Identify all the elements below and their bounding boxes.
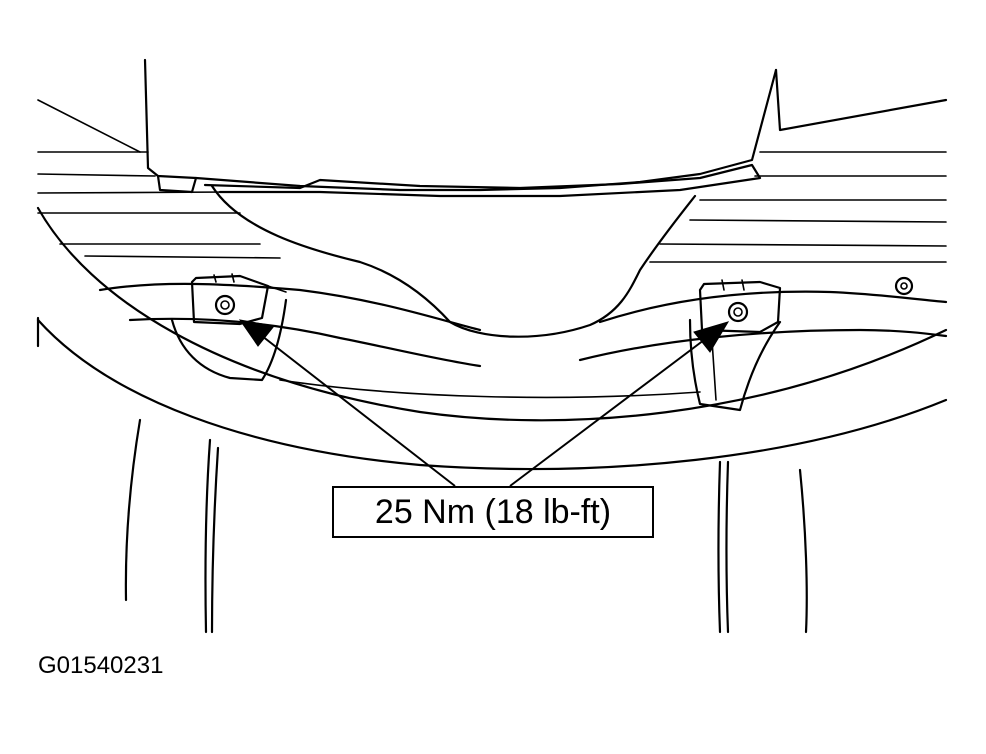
lower-column-supports [124, 418, 808, 634]
right-leader-line [509, 339, 705, 487]
steering-wheel-rim [36, 206, 948, 471]
small-far-right-bolt [894, 276, 914, 296]
torque-spec-label: 25 Nm (18 lb-ft) [332, 486, 654, 538]
cross-bar [98, 282, 948, 399]
right-bolt [727, 301, 749, 323]
left-bracket [170, 273, 288, 382]
left-leader-line [261, 335, 456, 487]
hub-outline [210, 184, 697, 338]
left-arrowhead [238, 319, 275, 347]
right-arrowhead [693, 321, 730, 353]
background-panel-lines [37, 99, 947, 263]
steering-column-housing [143, 58, 948, 198]
figure-id-label: G01540231 [38, 652, 164, 679]
left-bolt [214, 294, 236, 316]
torque-leader-arrows [238, 319, 730, 487]
